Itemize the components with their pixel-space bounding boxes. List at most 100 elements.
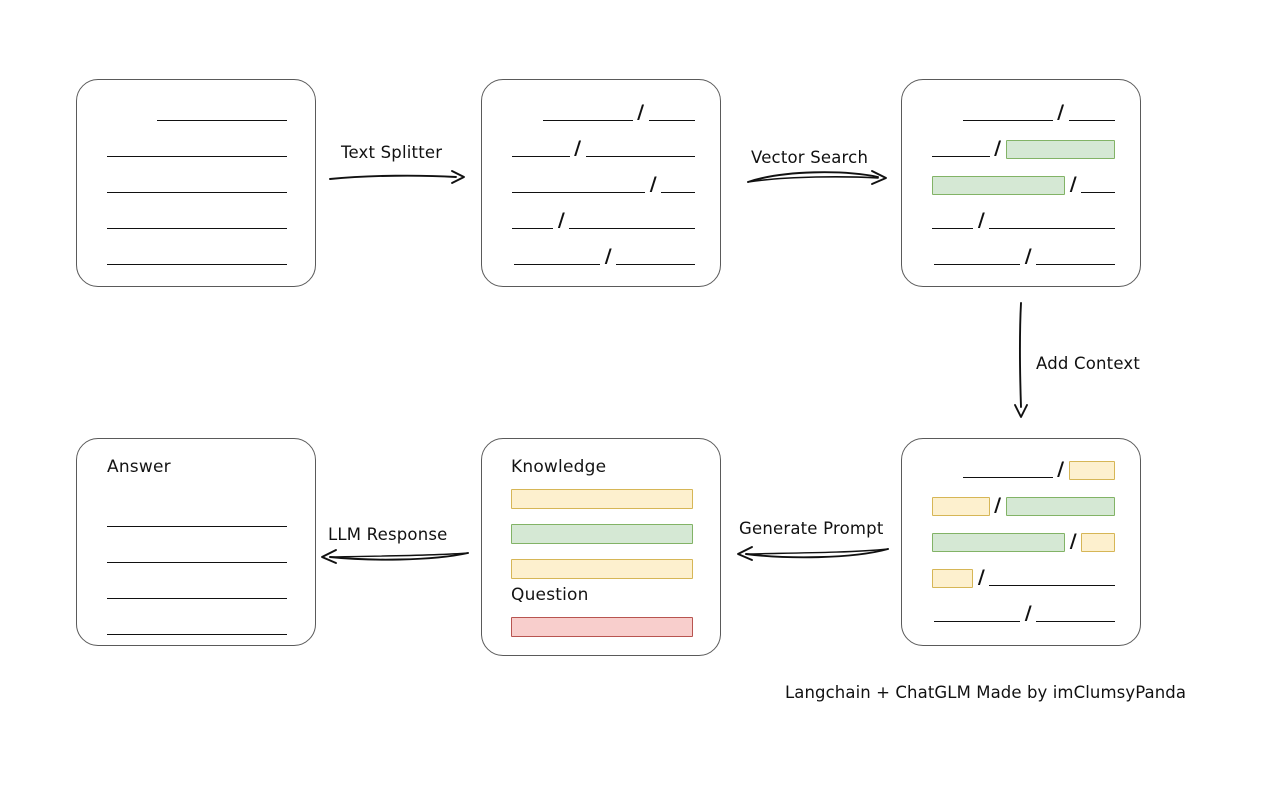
- chunk-separator-slash: /: [994, 493, 1002, 516]
- text-segment: [962, 462, 1053, 478]
- answer-line: [107, 619, 287, 635]
- chunk-separator-slash: /: [1024, 244, 1032, 267]
- knowledge-bar-3[interactable]: [511, 559, 693, 579]
- retrieved-chunks-lines: / / / / /: [902, 80, 1140, 286]
- chunk-separator-slash: /: [574, 136, 582, 159]
- text-segment: [1036, 606, 1116, 622]
- text-segment: [1068, 105, 1116, 121]
- chunk-separator-slash: /: [637, 100, 645, 123]
- text-segment: [648, 105, 696, 121]
- text-segment: [932, 141, 990, 157]
- knowledge-bar-2[interactable]: [511, 524, 693, 544]
- arrow-label-text-splitter: Text Splitter: [341, 143, 443, 162]
- text-line-row: [107, 105, 287, 121]
- text-segment: [989, 570, 1116, 586]
- text-line-row: [107, 141, 287, 157]
- chunk-separator-slash: /: [604, 244, 612, 267]
- chunk-separator-slash: /: [557, 208, 565, 231]
- text-line-row: /: [932, 136, 1116, 159]
- credit-text: Langchain + ChatGLM Made by imClumsyPand…: [785, 683, 1187, 702]
- text-segment: [585, 141, 696, 157]
- text-segment: [962, 105, 1053, 121]
- chunk-separator-slash: /: [1069, 172, 1077, 195]
- arrow-label-vector-search: Vector Search: [751, 148, 869, 167]
- text-line-row: /: [932, 493, 1116, 516]
- highlighted-chunk-green[interactable]: [932, 175, 1066, 195]
- highlighted-chunk-green[interactable]: [932, 532, 1066, 552]
- text-segment: [1081, 177, 1116, 193]
- text-segment: [512, 177, 646, 193]
- text-segment: [932, 213, 974, 229]
- answer-line: [107, 583, 287, 599]
- arrow-label-generate-prompt: Generate Prompt: [739, 519, 884, 538]
- text-segment: [542, 105, 633, 121]
- text-segment: [661, 177, 696, 193]
- highlighted-chunk-yellow[interactable]: [932, 568, 974, 588]
- text-line-row: /: [932, 457, 1116, 480]
- text-line-row: /: [512, 174, 696, 193]
- text-segment: [107, 547, 287, 563]
- arrow-llm-response: [320, 548, 469, 566]
- question-bar-1[interactable]: [511, 617, 693, 637]
- text-segment: [107, 213, 287, 229]
- text-segment: [616, 249, 696, 265]
- text-segment: [569, 213, 696, 229]
- chunk-separator-slash: /: [1024, 601, 1032, 624]
- text-line-row: /: [932, 529, 1116, 552]
- highlighted-chunk-green[interactable]: [1005, 496, 1116, 516]
- text-segment: [107, 583, 287, 599]
- text-line-row: /: [512, 208, 696, 231]
- text-line-row: [107, 249, 287, 265]
- context-added-lines: / / / / /: [902, 439, 1140, 645]
- text-segment: [107, 619, 287, 635]
- text-segment: [107, 511, 287, 527]
- answer-lines: [77, 439, 315, 645]
- text-segment: [512, 213, 554, 229]
- node-prompt[interactable]: Knowledge Question: [481, 438, 721, 656]
- answer-line: [107, 547, 287, 563]
- arrow-label-add-context: Add Context: [1036, 354, 1141, 373]
- chunk-separator-slash: /: [1057, 100, 1065, 123]
- text-segment: [107, 141, 287, 157]
- text-line-row: /: [512, 100, 696, 123]
- question-title: Question: [511, 585, 589, 605]
- highlighted-chunk-yellow[interactable]: [1068, 460, 1116, 480]
- highlighted-chunk-yellow[interactable]: [932, 496, 990, 516]
- answer-line: [107, 511, 287, 527]
- text-line-row: [107, 177, 287, 193]
- node-context-added[interactable]: / / / / /: [901, 438, 1141, 646]
- arrow-add-context: [1012, 302, 1030, 419]
- text-line-row: /: [932, 172, 1116, 195]
- node-answer[interactable]: Answer: [76, 438, 316, 646]
- text-line-row: [107, 213, 287, 229]
- text-line-row: /: [932, 100, 1116, 123]
- text-segment: [989, 213, 1116, 229]
- highlighted-chunk-green[interactable]: [1005, 139, 1116, 159]
- text-segment: [933, 249, 1021, 265]
- text-segment: [107, 249, 287, 265]
- chunk-separator-slash: /: [977, 208, 985, 231]
- text-segment: [512, 141, 570, 157]
- node-retrieved-chunks[interactable]: / / / / /: [901, 79, 1141, 287]
- text-line-row: /: [512, 136, 696, 159]
- chunk-separator-slash: /: [1057, 457, 1065, 480]
- text-line-row: /: [932, 565, 1116, 588]
- text-line-row: /: [932, 208, 1116, 231]
- node-split-chunks[interactable]: / / / / /: [481, 79, 721, 287]
- text-line-row: /: [932, 244, 1116, 267]
- text-segment: [513, 249, 601, 265]
- source-document-lines: [77, 80, 315, 286]
- node-source-document[interactable]: [76, 79, 316, 287]
- arrow-generate-prompt: [736, 545, 889, 563]
- knowledge-bar-1[interactable]: [511, 489, 693, 509]
- arrow-vector-search: [747, 168, 888, 186]
- text-segment: [1036, 249, 1116, 265]
- arrow-label-llm-response: LLM Response: [328, 525, 448, 544]
- chunk-separator-slash: /: [977, 565, 985, 588]
- chunk-separator-slash: /: [1069, 529, 1077, 552]
- highlighted-chunk-yellow[interactable]: [1081, 532, 1116, 552]
- chunk-separator-slash: /: [994, 136, 1002, 159]
- arrow-text-splitter: [329, 170, 466, 184]
- answer-title: Answer: [107, 457, 171, 477]
- split-chunks-lines: / / / / /: [482, 80, 720, 286]
